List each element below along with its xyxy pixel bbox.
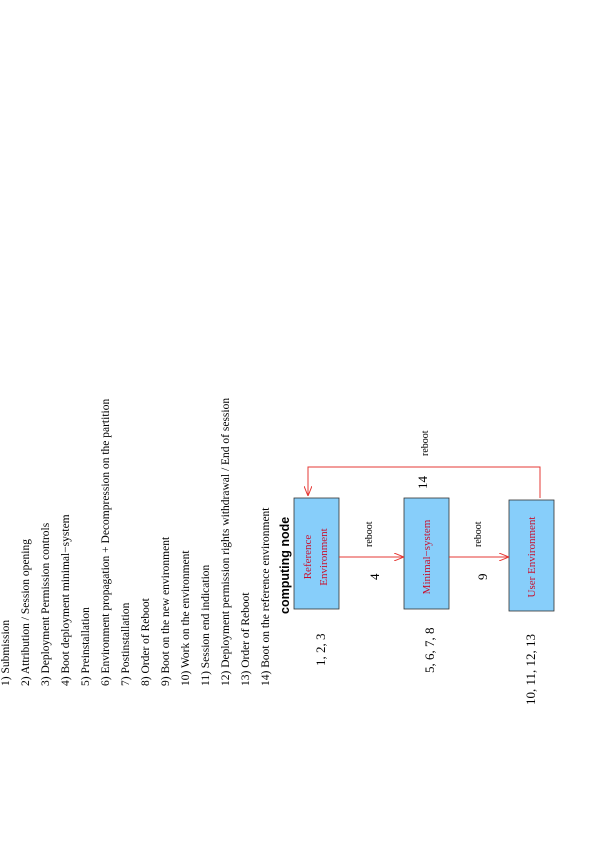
minimal-steps: 5, 6, 7, 8	[422, 628, 437, 674]
reboot-label-2: reboot	[473, 521, 484, 547]
step-list: 1) Submission 2) Attribution / Session o…	[0, 398, 272, 686]
reboot-label-1: reboot	[364, 521, 375, 547]
reference-box-label-line2: Environment	[318, 528, 330, 585]
minimal-box-label: Minimal−system	[421, 519, 433, 594]
user-box-label: User Environment	[526, 517, 538, 598]
reference-environment-box	[293, 497, 340, 610]
step-13: 13) Order of Reboot	[240, 592, 252, 686]
minimal-system-box	[403, 497, 450, 610]
user-environment-box	[508, 499, 555, 612]
step-12: 12) Deployment permission rights withdra…	[220, 398, 232, 686]
reference-box-label-line1: Reference	[302, 535, 314, 580]
step-1: 1) Submission	[0, 620, 12, 686]
step-label-9: 9	[475, 574, 490, 581]
step-3: 3) Deployment Permission controls	[40, 522, 52, 686]
step-10: 10) Work on the environment	[180, 550, 192, 686]
step-2: 2) Attribution / Session opening	[20, 539, 32, 686]
reboot-label-3: reboot	[420, 430, 431, 456]
step-11: 11) Session end indication	[200, 564, 212, 686]
diagram-title: computing node	[278, 517, 292, 614]
arrow-user-to-reference	[308, 466, 541, 498]
step-5: 5) Preinstallation	[80, 607, 92, 686]
step-label-4: 4	[367, 573, 382, 580]
step-9: 9) Boot on the new environment	[160, 536, 172, 686]
step-6: 6) Environment propagation + Decompressi…	[100, 399, 112, 686]
step-4: 4) Boot deployment minimal−system	[60, 514, 72, 686]
user-steps: 10, 11, 12, 13	[523, 634, 538, 705]
step-8: 8) Order of Reboot	[140, 597, 152, 686]
step-label-14: 14	[415, 476, 430, 490]
step-14: 14) Boot on the reference environment	[260, 507, 272, 686]
reference-steps: 1, 2, 3	[313, 634, 328, 667]
step-7: 7) Postinstallation	[120, 602, 132, 686]
